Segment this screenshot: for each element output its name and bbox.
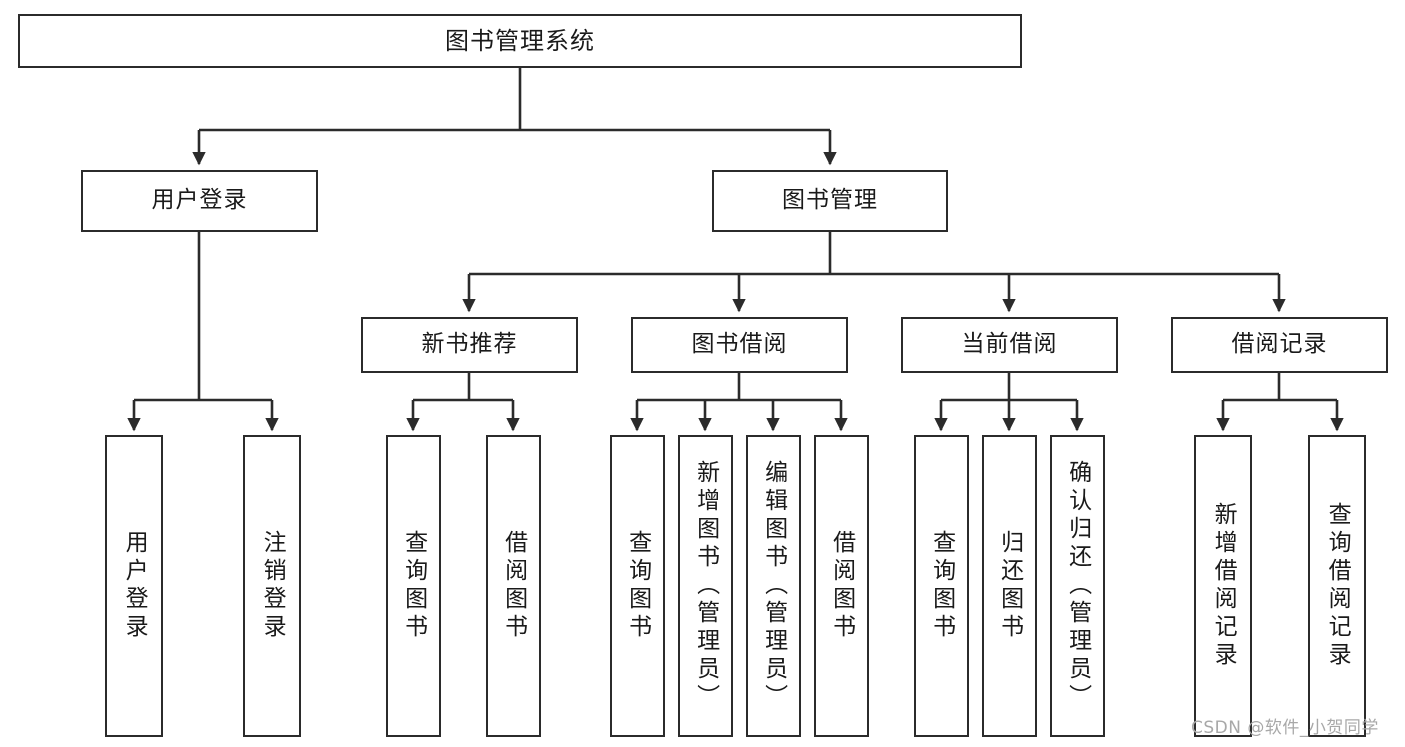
node-new-book-recommend[interactable]: 新书推荐 <box>361 317 578 373</box>
leaf-query-book-borrow[interactable]: 查询图书 <box>610 435 665 737</box>
leaf-label: 新增借阅记录 <box>1210 502 1237 670</box>
leaf-label: 查询图书 <box>624 530 651 642</box>
leaf-query-book-recommend[interactable]: 查询图书 <box>386 435 441 737</box>
leaf-label: 查询借阅记录 <box>1324 502 1351 670</box>
leaf-edit-book-admin[interactable]: 编辑图书（管理员） <box>746 435 801 737</box>
leaf-borrow-book[interactable]: 借阅图书 <box>814 435 869 737</box>
leaf-label: 借阅图书 <box>828 530 855 642</box>
node-book-management[interactable]: 图书管理 <box>712 170 948 232</box>
leaf-label: 确认归还（管理员） <box>1064 460 1091 712</box>
leaf-label: 编辑图书（管理员） <box>760 460 787 712</box>
leaf-label: 用户登录 <box>121 530 148 642</box>
leaf-label: 查询图书 <box>928 530 955 642</box>
leaf-query-borrow-record[interactable]: 查询借阅记录 <box>1308 435 1366 737</box>
leaf-label: 借阅图书 <box>500 530 527 642</box>
leaf-logout[interactable]: 注销登录 <box>243 435 301 737</box>
csdn-watermark: CSDN @软件_小贺同学 <box>1191 718 1379 738</box>
node-root-system[interactable]: 图书管理系统 <box>18 14 1022 68</box>
leaf-add-borrow-record[interactable]: 新增借阅记录 <box>1194 435 1252 737</box>
leaf-label: 归还图书 <box>996 530 1023 642</box>
leaf-return-book[interactable]: 归还图书 <box>982 435 1037 737</box>
leaf-label: 注销登录 <box>259 530 286 642</box>
leaf-label: 新增图书（管理员） <box>692 460 719 712</box>
leaf-label: 查询图书 <box>400 530 427 642</box>
leaf-add-book-admin[interactable]: 新增图书（管理员） <box>678 435 733 737</box>
node-user-login[interactable]: 用户登录 <box>81 170 318 232</box>
node-current-borrow[interactable]: 当前借阅 <box>901 317 1118 373</box>
leaf-user-login[interactable]: 用户登录 <box>105 435 163 737</box>
leaf-query-book-current[interactable]: 查询图书 <box>914 435 969 737</box>
leaf-borrow-book-recommend[interactable]: 借阅图书 <box>486 435 541 737</box>
node-book-borrow[interactable]: 图书借阅 <box>631 317 848 373</box>
leaf-confirm-return-admin[interactable]: 确认归还（管理员） <box>1050 435 1105 737</box>
node-borrow-record[interactable]: 借阅记录 <box>1171 317 1388 373</box>
